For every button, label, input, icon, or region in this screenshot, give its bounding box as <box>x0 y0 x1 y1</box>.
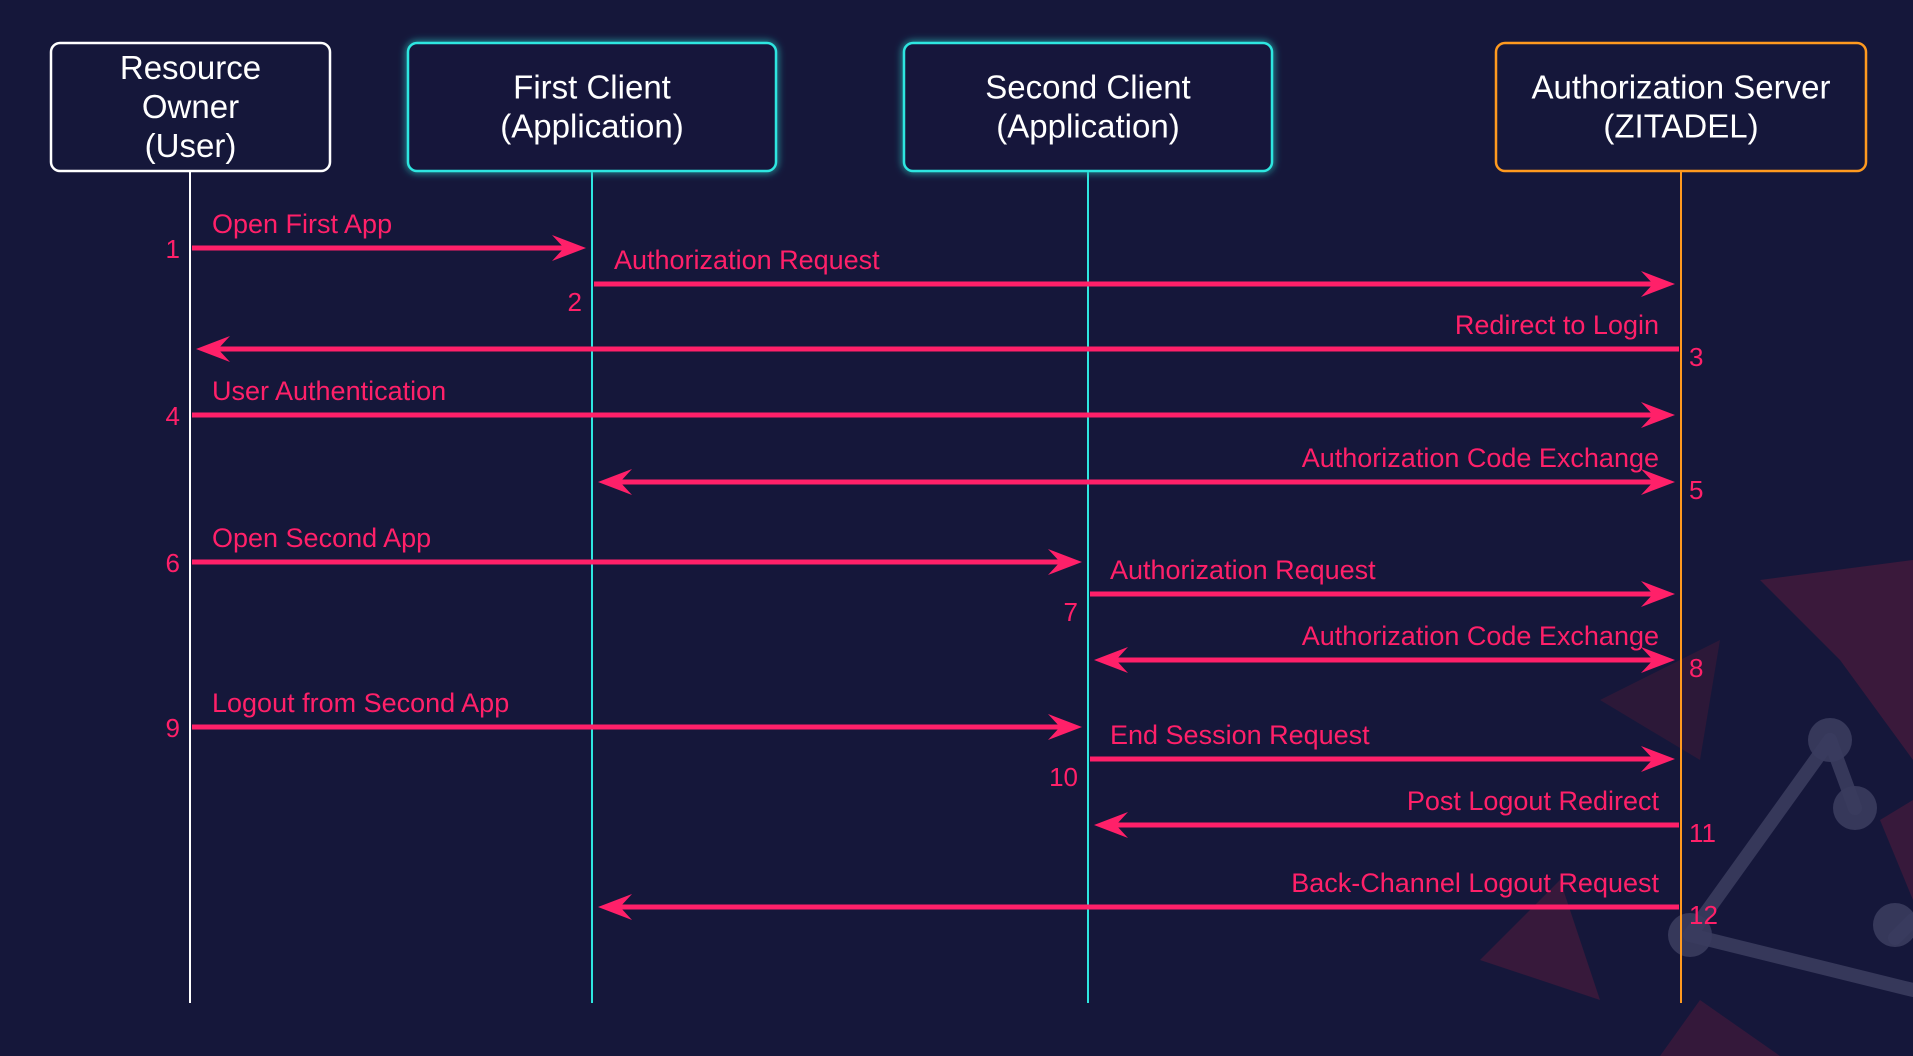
arrowhead <box>1048 549 1082 575</box>
message-9: Logout from Second App 9 <box>166 688 1082 743</box>
actor-label-line: (Application) <box>996 108 1179 145</box>
step-number: 6 <box>166 548 180 578</box>
arrowhead <box>1641 746 1675 772</box>
actor-label-line: Resource <box>120 49 261 86</box>
message-label: Authorization Code Exchange <box>1302 621 1659 651</box>
message-6: Open Second App 6 <box>166 523 1082 578</box>
message-5: Authorization Code Exchange 5 <box>598 443 1703 505</box>
lifelines <box>189 171 1682 1003</box>
message-3: Redirect to Login 3 <box>196 310 1703 372</box>
step-number: 3 <box>1689 342 1703 372</box>
step-number: 8 <box>1689 653 1703 683</box>
arrowhead <box>1094 812 1128 838</box>
actor-label-line: (Application) <box>500 108 683 145</box>
actor-box-server: Authorization Server(ZITADEL) <box>1494 41 1868 173</box>
step-number: 1 <box>166 234 180 264</box>
step-number: 10 <box>1049 762 1078 792</box>
arrowhead <box>1048 714 1082 740</box>
step-number: 2 <box>568 287 582 317</box>
step-number: 5 <box>1689 475 1703 505</box>
arrowhead <box>598 894 632 920</box>
message-label: Back-Channel Logout Request <box>1291 868 1659 898</box>
message-2: Authorization Request 2 <box>568 245 1675 317</box>
message-11: Post Logout Redirect 11 <box>1094 786 1716 848</box>
arrowhead <box>1641 402 1675 428</box>
actor-box-border <box>902 41 1274 173</box>
arrowhead <box>1641 581 1675 607</box>
message-12: Back-Channel Logout Request 12 <box>598 868 1718 930</box>
step-number: 9 <box>166 713 180 743</box>
arrowhead <box>196 336 230 362</box>
message-label: Post Logout Redirect <box>1407 786 1660 816</box>
actor-label-line: Authorization Server <box>1532 69 1831 106</box>
actor-box-border <box>1494 41 1868 173</box>
step-number: 4 <box>166 401 180 431</box>
message-label: Redirect to Login <box>1455 310 1659 340</box>
message-label: Open First App <box>212 209 392 239</box>
step-number: 11 <box>1689 818 1716 848</box>
actor-label-line: First Client <box>513 69 671 106</box>
actor-box-first: First Client(Application) <box>406 41 778 173</box>
message-1: Open First App 1 <box>166 209 586 264</box>
arrowhead <box>598 469 632 495</box>
message-4: User Authentication 4 <box>166 376 1675 431</box>
message-label: End Session Request <box>1110 720 1370 750</box>
message-7: Authorization Request 7 <box>1064 555 1675 627</box>
step-number: 7 <box>1064 597 1078 627</box>
message-label: Logout from Second App <box>212 688 509 718</box>
actor-box-second: Second Client(Application) <box>902 41 1274 173</box>
message-label: Authorization Code Exchange <box>1302 443 1659 473</box>
step-number: 12 <box>1689 900 1718 930</box>
arrowhead <box>1641 271 1675 297</box>
arrowhead <box>1094 647 1128 673</box>
logo-watermark-icon <box>1480 560 1913 1056</box>
message-label: Authorization Request <box>1110 555 1376 585</box>
arrowhead <box>552 235 586 261</box>
message-8: Authorization Code Exchange 8 <box>1094 621 1703 683</box>
actor-box-border <box>406 41 778 173</box>
message-10: End Session Request 10 <box>1049 720 1675 792</box>
arrowhead <box>1641 647 1675 673</box>
actor-label-line: Second Client <box>985 69 1190 106</box>
actor-box-border <box>49 41 332 173</box>
actor-label-line: Owner <box>142 88 239 125</box>
arrowhead <box>1641 469 1675 495</box>
actor-label-line: (ZITADEL) <box>1603 108 1758 145</box>
message-label: User Authentication <box>212 376 446 406</box>
message-label: Authorization Request <box>614 245 880 275</box>
message-label: Open Second App <box>212 523 431 553</box>
actor-label-line: (User) <box>145 127 237 164</box>
